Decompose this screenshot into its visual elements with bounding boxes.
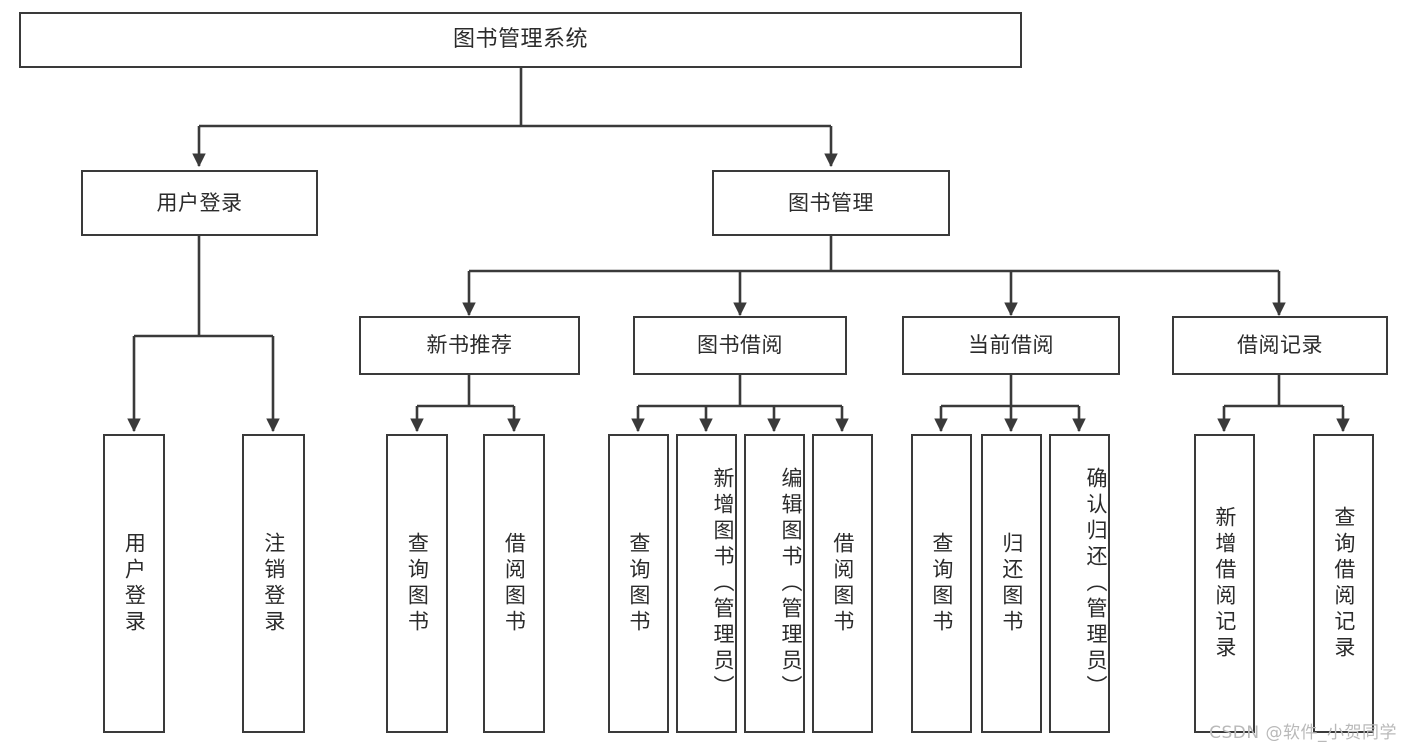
- node-borrow-record[interactable]: 借阅记录: [1172, 316, 1388, 375]
- csdn-watermark: CSDN @软件_小贺同学: [1209, 723, 1397, 743]
- node-book-management[interactable]: 图书管理: [712, 170, 950, 236]
- leaf-add-book-admin[interactable]: 新增图书（管理员）: [676, 434, 737, 733]
- node-current-borrow[interactable]: 当前借阅: [902, 316, 1120, 375]
- node-label: 图书借阅: [697, 333, 783, 358]
- node-label: 用户登录: [122, 531, 147, 636]
- node-book-borrow[interactable]: 图书借阅: [633, 316, 847, 375]
- node-label: 编辑图书（管理员）: [779, 466, 803, 701]
- node-root-book-management-system[interactable]: 图书管理系统: [19, 12, 1022, 68]
- leaf-confirm-return-admin[interactable]: 确认归还（管理员）: [1049, 434, 1110, 733]
- node-label: 图书管理: [788, 190, 874, 215]
- node-label: 查询借阅记录: [1331, 505, 1356, 662]
- leaf-borrow-book[interactable]: 借阅图书: [812, 434, 873, 733]
- leaf-user-login[interactable]: 用户登录: [103, 434, 165, 733]
- leaf-query-book-current[interactable]: 查询图书: [911, 434, 972, 733]
- node-label: 新书推荐: [426, 333, 513, 358]
- leaf-edit-book-admin[interactable]: 编辑图书（管理员）: [744, 434, 805, 733]
- node-label: 图书管理系统: [452, 27, 588, 53]
- node-label: 用户登录: [156, 190, 243, 215]
- node-label: 借阅图书: [502, 531, 527, 636]
- leaf-borrow-book-recommend[interactable]: 借阅图书: [483, 434, 545, 733]
- node-label: 归还图书: [999, 531, 1024, 636]
- node-label: 新增借阅记录: [1212, 505, 1237, 662]
- node-label: 查询图书: [405, 531, 430, 636]
- leaf-add-borrow-record[interactable]: 新增借阅记录: [1194, 434, 1255, 733]
- node-label: 新增图书（管理员）: [711, 466, 735, 701]
- leaf-return-book[interactable]: 归还图书: [981, 434, 1042, 733]
- node-label: 查询图书: [626, 531, 651, 636]
- node-new-book-recommend[interactable]: 新书推荐: [359, 316, 580, 375]
- leaf-query-book-recommend[interactable]: 查询图书: [386, 434, 448, 733]
- leaf-query-borrow-record[interactable]: 查询借阅记录: [1313, 434, 1374, 733]
- node-label: 注销登录: [261, 531, 286, 636]
- node-user-login[interactable]: 用户登录: [81, 170, 318, 236]
- node-label: 借阅图书: [830, 531, 855, 636]
- node-label: 借阅记录: [1237, 333, 1323, 358]
- node-label: 当前借阅: [968, 333, 1054, 358]
- leaf-user-logout[interactable]: 注销登录: [242, 434, 305, 733]
- leaf-query-book-borrow[interactable]: 查询图书: [608, 434, 669, 733]
- node-label: 查询图书: [929, 531, 954, 636]
- node-label: 确认归还（管理员）: [1084, 466, 1108, 701]
